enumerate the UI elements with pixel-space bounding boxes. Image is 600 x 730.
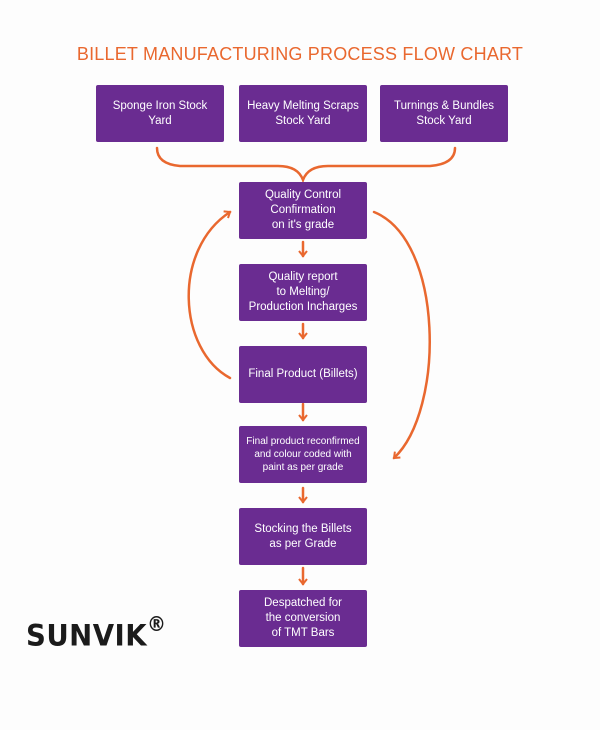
- turnings-bundles-node: Turnings & Bundles Stock Yard: [380, 85, 508, 142]
- final-product-node: Final Product (Billets): [239, 346, 367, 403]
- merge-brace: [155, 146, 457, 184]
- sunvik-logo: SUNVIK®: [26, 612, 167, 653]
- arrow-bypass: [372, 210, 431, 460]
- chart-title: BILLET MANUFACTURING PROCESS FLOW CHART: [76, 44, 524, 64]
- registered-mark: ®: [147, 612, 167, 636]
- quality-report-node: Quality report to Melting/ Production In…: [239, 264, 367, 321]
- reconfirmed-node: Final product reconfirmed and colour cod…: [239, 426, 367, 483]
- stocking-node: Stocking the Billets as per Grade: [239, 508, 367, 565]
- heavy-melting-scraps-node: Heavy Melting Scraps Stock Yard: [239, 85, 367, 142]
- arrow-feedback-loop: [187, 210, 232, 380]
- despatched-node: Despatched for the conversion of TMT Bar…: [239, 590, 367, 647]
- sponge-iron-node: Sponge Iron Stock Yard: [96, 85, 224, 142]
- quality-control-node: Quality Control Confirmation on it's gra…: [239, 182, 367, 239]
- logo-text: SUNVIK: [26, 618, 148, 653]
